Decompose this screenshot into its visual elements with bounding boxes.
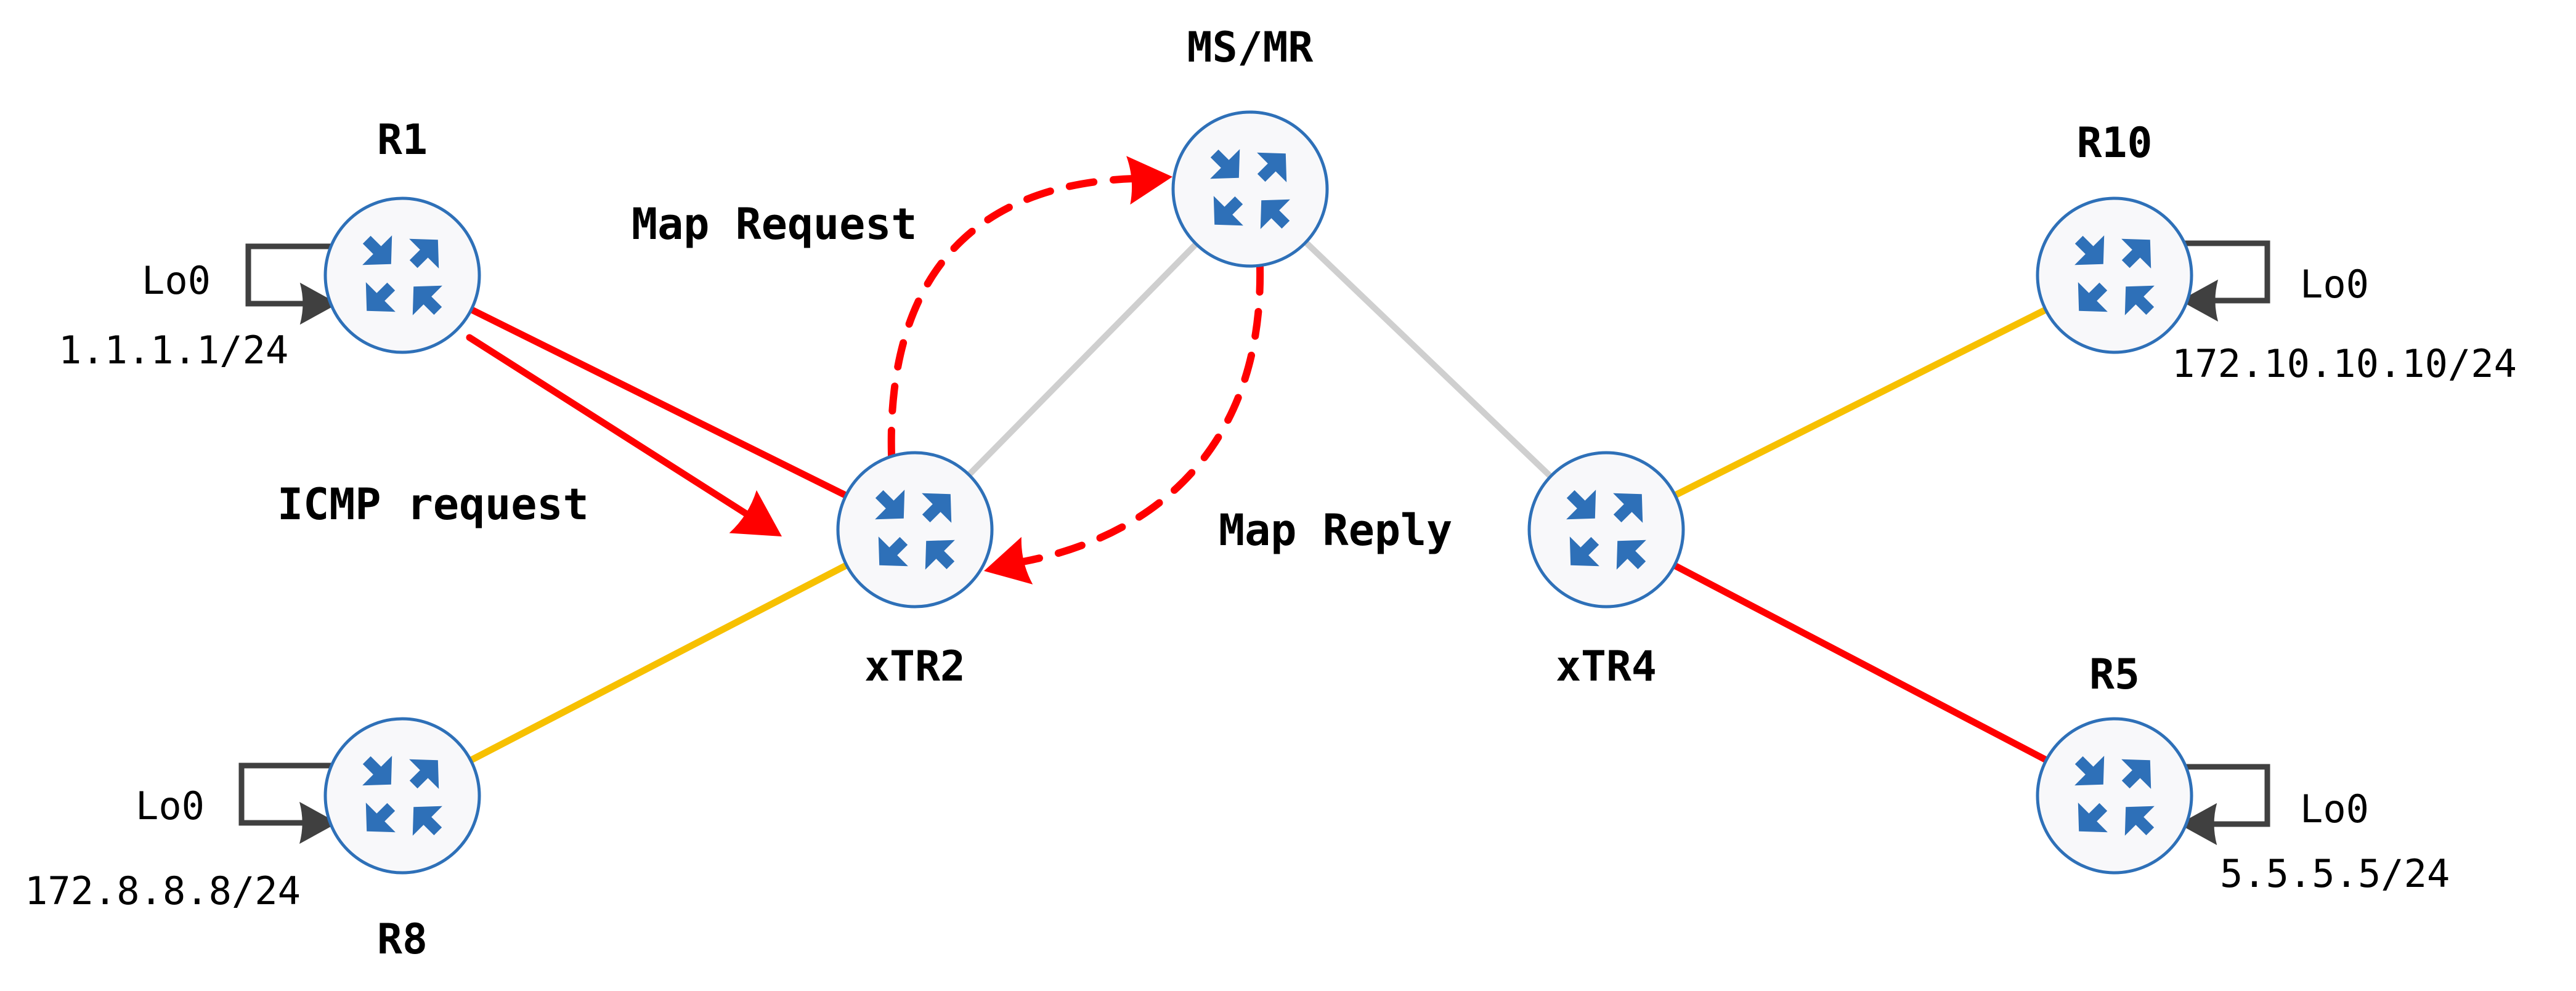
router-body	[323, 717, 481, 875]
router-icon[interactable]	[1527, 451, 1685, 609]
loopback-r10: Lo0 172.10.10.10/24	[2172, 240, 2517, 386]
flow-arrowhead-icmp-request	[729, 490, 782, 536]
flow-label-map-request: Map Request	[632, 199, 917, 249]
loopback-line	[2184, 240, 2270, 304]
router-body	[2036, 196, 2193, 354]
flow-arrowhead-map-reply	[984, 536, 1033, 584]
link-xtr2-ms-mr	[912, 187, 1253, 532]
node-xtr4[interactable]: xTR4	[1527, 451, 1685, 691]
links-layer	[400, 187, 2116, 799]
loopback-ip-r1: 1.1.1.1/24	[59, 328, 288, 373]
router-icon[interactable]	[836, 451, 994, 609]
flow-arrow-map-request	[887, 175, 1137, 459]
loopback-r1: Lo0 1.1.1.1/24	[59, 243, 338, 373]
router-icon[interactable]	[323, 196, 481, 354]
labels-layer: Map Request ICMP request Map Reply	[277, 199, 1452, 556]
link-r1-xtr2	[400, 272, 917, 533]
node-r5[interactable]: R5	[2036, 650, 2193, 875]
flow-arrow-map-reply	[1019, 264, 1264, 565]
flow-label-map-reply: Map Reply	[1219, 505, 1452, 556]
flow-arrow-icmp-request	[466, 334, 754, 520]
node-label-r1: R1	[377, 116, 428, 164]
loopback-name-r8: Lo0	[136, 783, 205, 828]
flow-arrowhead-map-request	[1126, 156, 1172, 205]
loopback-line	[238, 762, 332, 826]
loopback-r8: Lo0 172.8.8.8/24	[25, 762, 338, 913]
loopback-name-r10: Lo0	[2300, 262, 2369, 307]
router-body	[836, 451, 994, 609]
router-icon[interactable]	[323, 717, 481, 875]
loopback-arrowhead	[299, 801, 338, 844]
loopbacks-layer: Lo01.1.1.1/24Lo0172.8.8.8/24Lo0172.10.10…	[25, 240, 2517, 913]
link-ms-mr-xtr4	[1248, 187, 1609, 532]
loopback-name-r1: Lo0	[142, 258, 211, 303]
link-xtr4-r10	[1604, 272, 2116, 533]
router-icon[interactable]	[1171, 110, 1329, 268]
router-body	[2036, 717, 2193, 875]
link-xtr4-r5	[1604, 527, 2116, 799]
loopback-line	[245, 243, 331, 307]
loopback-line	[2185, 764, 2270, 827]
loopback-ip-r10: 172.10.10.10/24	[2172, 341, 2517, 386]
loopback-arrowhead	[2180, 279, 2219, 322]
node-label-r10: R10	[2077, 119, 2153, 168]
node-xtr2[interactable]: xTR2	[836, 451, 994, 691]
node-label-xtr2: xTR2	[864, 642, 965, 691]
node-ms-mr[interactable]: MS/MR	[1171, 23, 1329, 268]
flows-layer	[466, 156, 1264, 584]
node-label-r5: R5	[2089, 650, 2140, 699]
node-label-r8: R8	[377, 915, 428, 964]
loopback-ip-r8: 172.8.8.8/24	[25, 868, 301, 913]
router-icon[interactable]	[2036, 717, 2193, 875]
loopback-arrowhead	[2179, 803, 2217, 846]
router-body	[1171, 110, 1329, 268]
router-body	[1527, 451, 1685, 609]
node-r10[interactable]: R10	[2036, 119, 2193, 354]
node-r8[interactable]: R8	[323, 717, 481, 964]
loopback-r5: Lo0 5.5.5.5/24	[2179, 764, 2450, 896]
router-body	[323, 196, 481, 354]
node-r1[interactable]: R1	[323, 116, 481, 354]
loopback-arrowhead	[299, 282, 338, 325]
link-r8-xtr2	[400, 527, 917, 799]
node-label-xtr4: xTR4	[1556, 642, 1657, 691]
node-label-ms-mr: MS/MR	[1187, 23, 1314, 72]
loopback-name-r5: Lo0	[2300, 787, 2369, 831]
router-icon[interactable]	[2036, 196, 2193, 354]
flow-label-icmp-request: ICMP request	[277, 479, 589, 530]
loopback-ip-r5: 5.5.5.5/24	[2220, 851, 2450, 896]
